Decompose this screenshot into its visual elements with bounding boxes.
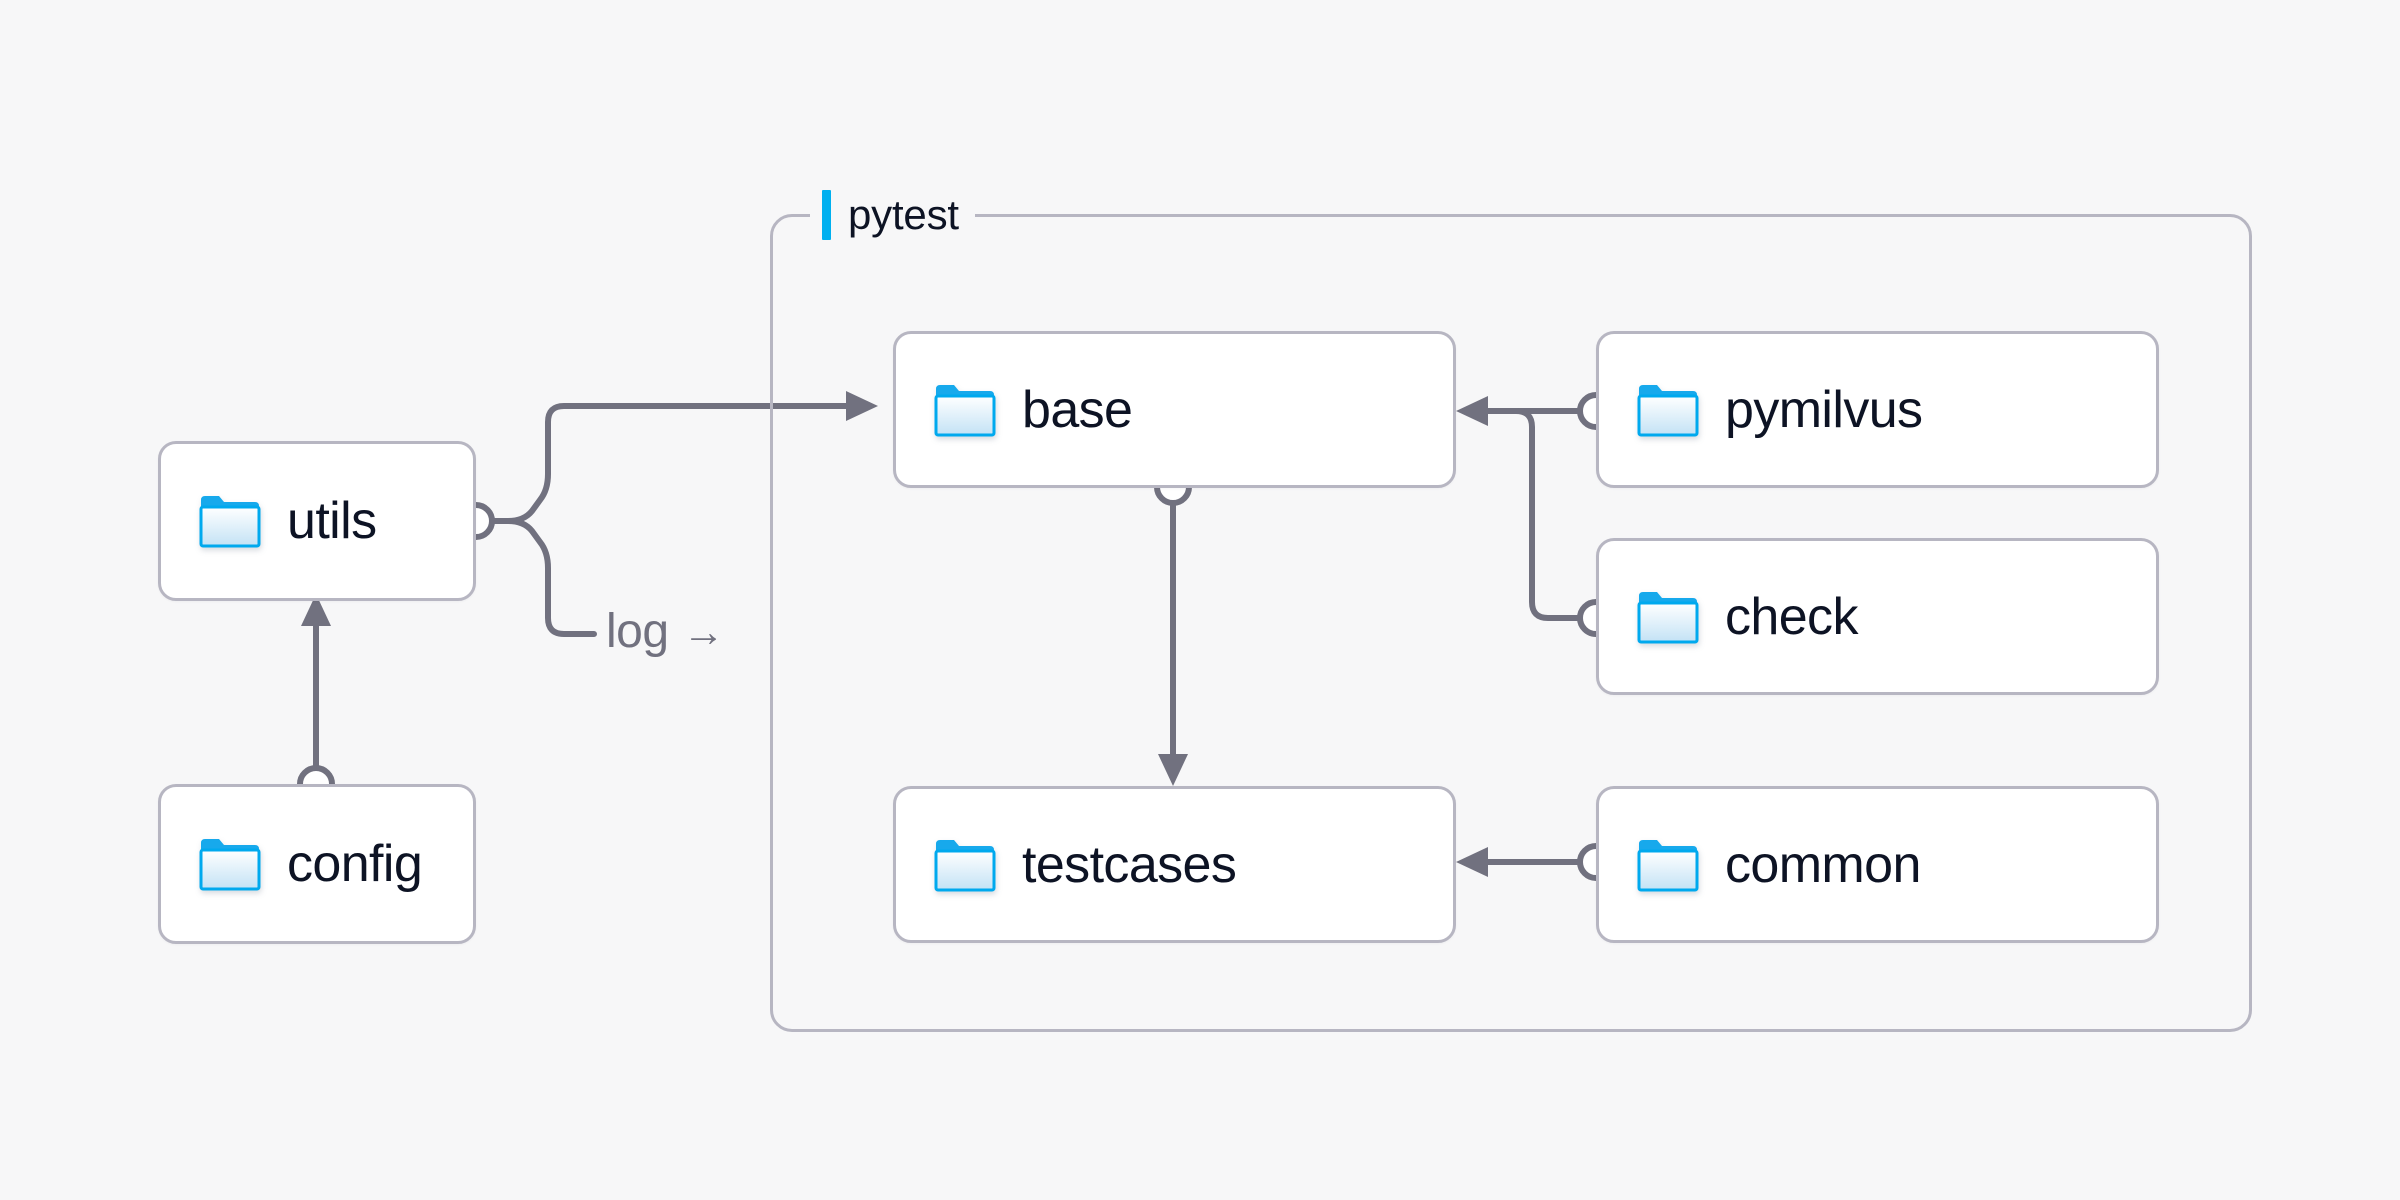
- node-common[interactable]: common: [1596, 786, 2159, 943]
- edge-label-log[interactable]: log →: [600, 604, 731, 659]
- edge-utils-log: [489, 518, 597, 637]
- folder-icon: [934, 839, 996, 891]
- folder-icon: [1637, 384, 1699, 436]
- node-utils-content: utils: [161, 491, 377, 551]
- edge-utils-log-path: [489, 518, 597, 637]
- node-testcases-label: testcases: [1022, 835, 1237, 894]
- group-accent-bar-icon: [822, 190, 831, 240]
- node-pymilvus[interactable]: pymilvus: [1596, 331, 2159, 488]
- node-base-label: base: [1022, 380, 1133, 439]
- folder-icon: [1637, 591, 1699, 643]
- folder-icon: [199, 839, 261, 891]
- folder-icon: [199, 496, 261, 548]
- group-pytest[interactable]: [770, 214, 2252, 1032]
- arrow-right-icon: →: [682, 607, 725, 655]
- node-testcases-content: testcases: [896, 835, 1237, 895]
- edge-label-log-text: log: [606, 605, 669, 658]
- node-config[interactable]: config: [158, 784, 476, 944]
- node-config-label: config: [287, 835, 423, 893]
- node-utils[interactable]: utils: [158, 441, 476, 601]
- node-config-content: config: [161, 834, 423, 894]
- node-check[interactable]: check: [1596, 538, 2159, 695]
- node-base-content: base: [896, 380, 1133, 440]
- group-pytest-title: pytest: [848, 191, 959, 238]
- node-check-content: check: [1599, 587, 1858, 647]
- node-pymilvus-content: pymilvus: [1599, 380, 1923, 440]
- node-common-content: common: [1599, 835, 1921, 895]
- node-pymilvus-label: pymilvus: [1725, 380, 1923, 439]
- node-common-label: common: [1725, 835, 1921, 894]
- group-pytest-label: pytest: [810, 189, 975, 241]
- node-base[interactable]: base: [893, 331, 1456, 488]
- edge-config-utils: [297, 594, 335, 803]
- folder-icon: [934, 384, 996, 436]
- node-check-label: check: [1725, 587, 1858, 646]
- folder-icon: [1637, 839, 1699, 891]
- node-testcases[interactable]: testcases: [893, 786, 1456, 943]
- node-utils-label: utils: [287, 492, 377, 550]
